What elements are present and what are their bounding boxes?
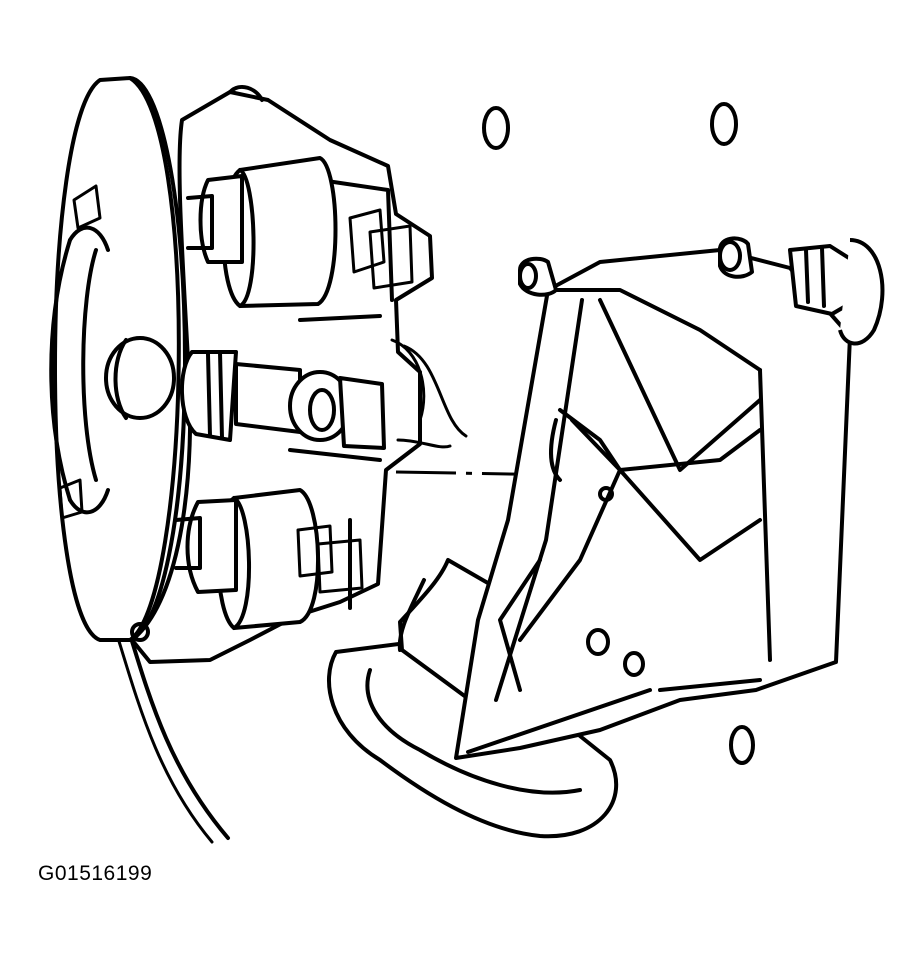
disc-housing bbox=[49, 76, 187, 642]
mounting-holes bbox=[482, 102, 755, 765]
mounting-hole-top-right bbox=[710, 102, 738, 146]
figure-id-label: G01516199 bbox=[38, 862, 153, 885]
wire-harness bbox=[126, 626, 230, 840]
middle-solenoid bbox=[180, 338, 468, 450]
mounting-hole-bottom-right bbox=[729, 725, 755, 765]
lower-solenoid bbox=[174, 488, 364, 630]
mounting-bracket bbox=[327, 236, 885, 839]
mounting-hole-top-left bbox=[482, 106, 510, 150]
wire-harness-inner bbox=[116, 636, 214, 844]
upper-solenoid bbox=[186, 156, 414, 308]
